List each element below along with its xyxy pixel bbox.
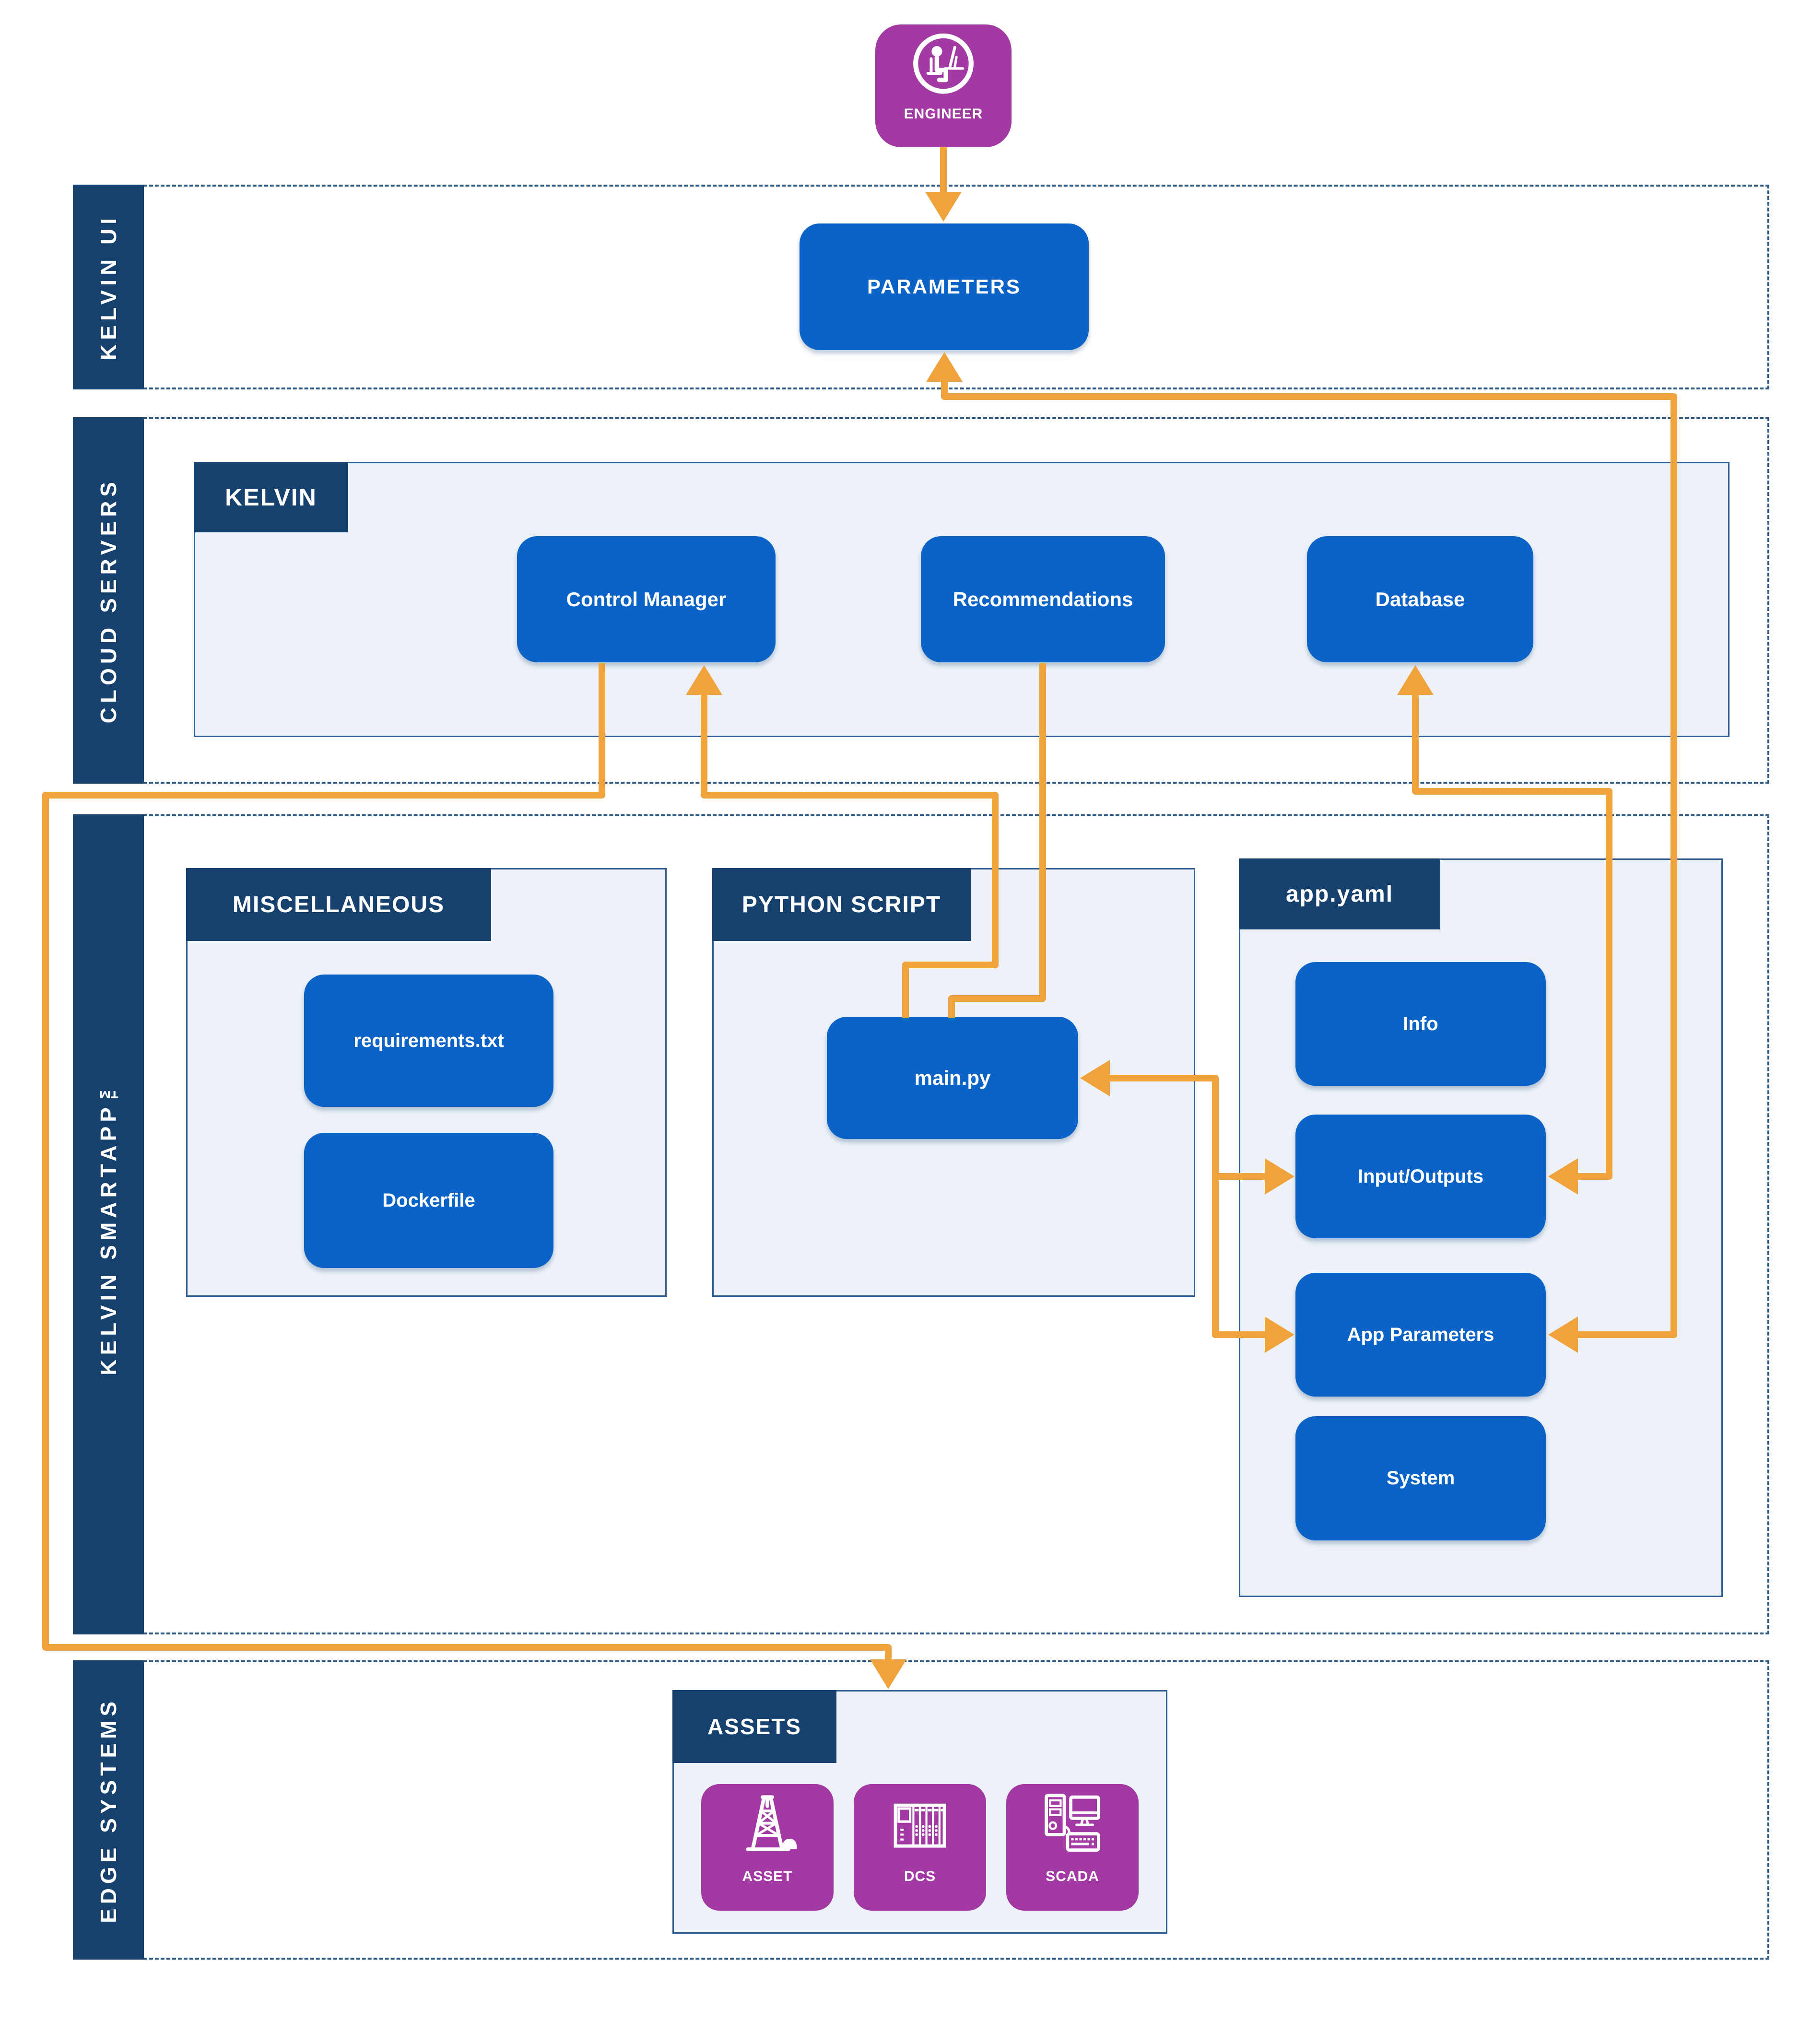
band-label-cloud-servers-text: CLOUD SERVERS [96,477,121,724]
band-label-cloud-servers: CLOUD SERVERS [73,417,144,784]
dcs-tile-label: DCS [904,1868,936,1884]
requirements-txt-node: requirements.txt [304,975,553,1107]
scada-workstation-icon [1045,1794,1100,1852]
band-label-edge-systems-text: EDGE SYSTEMS [96,1697,121,1923]
system-label: System [1386,1468,1455,1489]
control-manager-node: Control Manager [517,536,776,662]
miscellaneous-title: MISCELLANEOUS [232,892,445,917]
oil-derrick-icon [746,1795,797,1851]
engineer-label: ENGINEER [904,106,983,122]
scada-tile-label: SCADA [1046,1868,1099,1884]
band-label-kelvin-smartapp-text: KELVIN SMARTAPP™ [96,1073,121,1375]
database-label: Database [1375,587,1465,611]
recommendations-node: Recommendations [921,536,1165,662]
app-yaml-panel-header: app.yaml [1239,858,1440,929]
parameters-node: PARAMETERS [800,223,1089,350]
dockerfile-node: Dockerfile [304,1133,553,1268]
dockerfile-label: Dockerfile [382,1189,475,1211]
inputs-outputs-label: Input/Outputs [1357,1165,1484,1187]
main-py-node: main.py [827,1017,1078,1139]
python-script-panel-header: PYTHON SCRIPT [712,868,971,941]
band-label-kelvin-ui-text: KELVIN UI [96,213,121,361]
scada-tile: SCADA [1006,1784,1139,1911]
plc-rack-icon [894,1803,946,1848]
recommendations-label: Recommendations [953,587,1133,611]
dcs-tile: DCS [854,1784,986,1911]
engineer-node: ENGINEER [875,24,1012,147]
requirements-txt-label: requirements.txt [353,1030,504,1051]
band-label-kelvin-smartapp: KELVIN SMARTAPP™ [73,814,144,1634]
python-script-title: PYTHON SCRIPT [741,892,941,917]
info-label: Info [1403,1013,1438,1034]
parameters-label: PARAMETERS [867,275,1021,298]
main-py-label: main.py [914,1066,991,1089]
assets-panel-header: ASSETS [672,1690,836,1763]
kelvin-panel-header: KELVIN [194,462,348,532]
database-node: Database [1307,536,1533,662]
band-label-edge-systems: EDGE SYSTEMS [73,1660,144,1960]
system-node: System [1295,1416,1546,1540]
control-manager-label: Control Manager [566,587,727,611]
app-yaml-title: app.yaml [1285,881,1394,907]
app-parameters-node: App Parameters [1295,1273,1546,1397]
asset-tile: ASSET [701,1784,834,1911]
info-node: Info [1295,962,1546,1086]
kelvin-panel-title: KELVIN [225,483,317,511]
engineer-at-desk-icon [913,33,974,94]
inputs-outputs-node: Input/Outputs [1295,1115,1546,1238]
band-label-kelvin-ui: KELVIN UI [73,185,144,389]
miscellaneous-panel-header: MISCELLANEOUS [186,868,491,941]
asset-tile-label: ASSET [742,1868,793,1884]
assets-title: ASSETS [707,1714,802,1739]
app-parameters-label: App Parameters [1347,1324,1494,1345]
